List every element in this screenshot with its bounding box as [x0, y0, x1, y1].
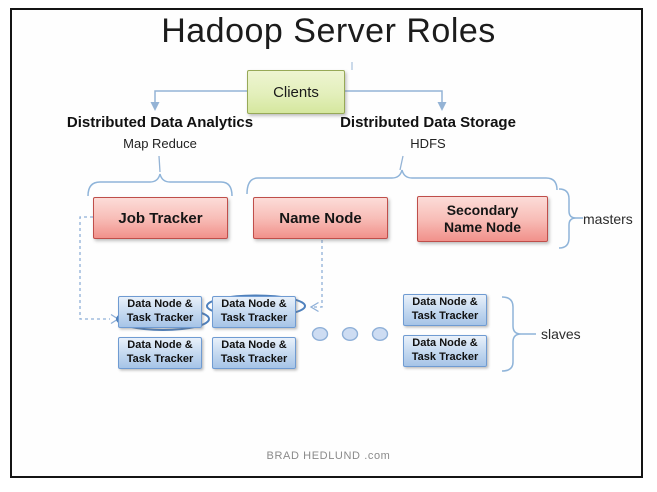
slave-node-line1: Data Node &: [412, 296, 478, 309]
jobtracker-to-tasktracker-dashed-line: [79, 216, 110, 320]
analytics-arrowhead-icon: [150, 102, 160, 111]
slaves-brace: [501, 296, 522, 372]
clients-to-storage-line: [345, 90, 443, 103]
slave-node-line2: Task Tracker: [126, 312, 194, 324]
slave-node-line1: Data Node &: [127, 298, 193, 311]
page-title: Hadoop Server Roles: [161, 12, 496, 50]
job-tracker-label: Job Tracker: [118, 209, 203, 227]
slave-node-line2: Task Tracker: [126, 353, 194, 365]
slave-node-line2: Task Tracker: [220, 353, 288, 365]
hdfs-brace-connector-line: [399, 155, 404, 171]
name-node-node: Name Node: [253, 197, 388, 239]
namenode-to-datanode-dashed-line: [313, 240, 323, 308]
footer-credit: BRAD HEDLUND .com: [266, 450, 391, 462]
ellipsis-dot-icon: [371, 327, 389, 342]
slave-node: Data Node & Task Tracker: [212, 337, 296, 369]
name-node-label: Name Node: [279, 209, 362, 227]
masters-brace: [558, 188, 577, 249]
slave-node-line1: Data Node &: [412, 337, 478, 350]
analytics-branch-heading: Distributed Data Analytics: [66, 114, 254, 131]
slave-node: Data Node & Task Tracker: [403, 294, 487, 326]
secondary-name-node-node: Secondary Name Node: [417, 196, 548, 242]
job-tracker-node: Job Tracker: [93, 197, 228, 239]
masters-group-label: masters: [583, 211, 633, 227]
ellipsis-dot-icon: [341, 327, 359, 342]
namenode-dashed-arrowhead-icon: [309, 301, 319, 313]
storage-branch-heading: Distributed Data Storage: [340, 114, 516, 131]
mapreduce-brace: [87, 173, 233, 197]
slaves-group-label: slaves: [541, 326, 581, 342]
slave-node-line2: Task Tracker: [411, 351, 479, 363]
slave-node: Data Node & Task Tracker: [403, 335, 487, 367]
storage-arrowhead-icon: [437, 102, 447, 111]
storage-branch-subheading: HDFS: [410, 136, 446, 151]
ellipsis-dot-icon: [311, 327, 329, 342]
slave-node: Data Node & Task Tracker: [212, 296, 296, 328]
slave-node-line2: Task Tracker: [220, 312, 288, 324]
hdfs-brace: [246, 169, 558, 195]
clients-to-analytics-line: [154, 90, 247, 103]
slave-node-line1: Data Node &: [127, 339, 193, 352]
slave-node: Data Node & Task Tracker: [118, 337, 202, 369]
slave-node-line1: Data Node &: [221, 339, 287, 352]
clients-node-label: Clients: [273, 83, 319, 101]
slave-node-line1: Data Node &: [221, 298, 287, 311]
slave-node: Data Node & Task Tracker: [118, 296, 202, 328]
slave-node-line2: Task Tracker: [411, 310, 479, 322]
mapreduce-brace-connector-line: [158, 155, 161, 173]
analytics-branch-subheading: Map Reduce: [123, 136, 197, 151]
secondary-name-node-label: Secondary Name Node: [443, 201, 522, 236]
clients-node: Clients: [247, 70, 345, 114]
